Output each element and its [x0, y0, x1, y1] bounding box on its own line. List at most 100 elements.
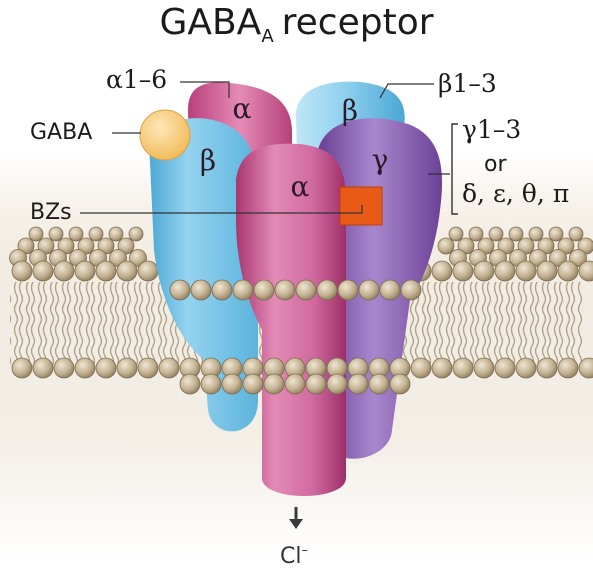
or-label: or — [484, 152, 507, 177]
lipid-head — [179, 373, 201, 395]
bzs-leader — [80, 205, 363, 214]
lipid-head — [11, 260, 33, 282]
lipid-head — [508, 226, 524, 242]
lipid-heads-over-receptor — [169, 279, 422, 301]
lipid-head — [337, 279, 359, 301]
lipid-head — [137, 260, 159, 282]
lipid-head — [68, 226, 84, 242]
lipid-head — [488, 226, 504, 242]
lipid-head — [536, 260, 558, 282]
lipid-head — [200, 373, 222, 395]
lipid-head — [28, 226, 44, 242]
lipid-head — [549, 249, 567, 267]
beta-isoform-leader — [379, 83, 434, 99]
lipid-head — [137, 357, 159, 379]
lipid-head — [53, 260, 75, 282]
title-rest: receptor — [281, 2, 434, 43]
lipid-head — [437, 237, 455, 255]
title-main: GABA — [159, 2, 262, 43]
alpha-front-subunit — [236, 143, 346, 496]
chloride-charge: – — [301, 543, 308, 558]
lipid-head — [368, 373, 390, 395]
gaba-label: GABA — [30, 120, 93, 145]
lipid-head — [557, 237, 575, 255]
lipid-head — [116, 260, 138, 282]
beta-isoform-label: β1–3 — [438, 69, 497, 98]
lipid-head — [431, 260, 453, 282]
gamma-isoform-label: γ1–3 — [462, 115, 522, 144]
lipid-head — [400, 279, 422, 301]
lipid-head — [11, 357, 33, 379]
lipid-head — [528, 226, 544, 242]
lipid-head — [497, 237, 515, 255]
lipid-head — [389, 373, 411, 395]
lipid-head — [517, 237, 535, 255]
lipid-head — [32, 260, 54, 282]
lipid-head — [57, 237, 75, 255]
lipid-head — [379, 279, 401, 301]
lipid-head — [242, 373, 264, 395]
chloride-ion-label: Cl– — [280, 538, 308, 570]
lipid-head — [263, 373, 285, 395]
lipid-head — [211, 279, 233, 301]
lipid-head — [473, 357, 495, 379]
lipid-head — [578, 357, 593, 379]
bz-binding-site — [339, 186, 383, 226]
lipid-head — [515, 357, 537, 379]
gamma-bracket — [451, 123, 458, 215]
beta-front-letter: β — [199, 144, 217, 177]
lipid-head — [548, 226, 564, 242]
lipid-head — [158, 357, 180, 379]
lipid-head — [128, 226, 144, 242]
gamma-letter: γ — [371, 143, 389, 176]
lipid-head — [568, 226, 584, 242]
lipid-head — [116, 357, 138, 379]
lipid-head — [452, 357, 474, 379]
lipid-head — [494, 357, 516, 379]
lipid-head — [557, 260, 579, 282]
lipid-head — [190, 279, 212, 301]
lipid-head — [74, 357, 96, 379]
lipid-head — [77, 237, 95, 255]
lipid-head — [473, 260, 495, 282]
title-subscript: A — [261, 26, 274, 47]
lipid-head — [74, 260, 96, 282]
lipid-head — [88, 226, 104, 242]
lipid-head — [305, 373, 327, 395]
lipid-head — [536, 357, 558, 379]
lipid-head — [53, 357, 75, 379]
lipid-head — [316, 279, 338, 301]
lipid-head — [569, 249, 587, 267]
lipid-head — [578, 260, 593, 282]
lipid-head — [169, 279, 191, 301]
lipid-head — [358, 279, 380, 301]
lipid-head — [284, 373, 306, 395]
bzs-label: BZs — [30, 200, 72, 225]
lipid-head — [253, 279, 275, 301]
lipid-head — [557, 357, 579, 379]
lipid-head — [117, 237, 135, 255]
alpha-isoform-label: α1–6 — [106, 65, 168, 94]
lipid-head — [494, 260, 516, 282]
lipid-head — [48, 226, 64, 242]
lipid-head — [448, 226, 464, 242]
alpha-isoform-leader — [180, 81, 230, 98]
lipid-head — [477, 237, 495, 255]
beta-left-subunit — [149, 118, 258, 432]
alpha-back-letter: α — [232, 92, 252, 125]
lipid-heads-bottom — [11, 357, 593, 395]
lipid-head — [347, 373, 369, 395]
alpha-front-letter: α — [290, 170, 310, 203]
lipid-head — [108, 226, 124, 242]
lipid-head — [457, 237, 475, 255]
lipid-head — [431, 357, 453, 379]
lipid-head — [95, 260, 117, 282]
chloride-symbol: Cl — [280, 544, 302, 569]
lipid-head — [97, 237, 115, 255]
lipid-head — [537, 237, 555, 255]
lipid-head — [468, 226, 484, 242]
lipid-head — [221, 373, 243, 395]
beta-back-letter: β — [341, 94, 359, 127]
